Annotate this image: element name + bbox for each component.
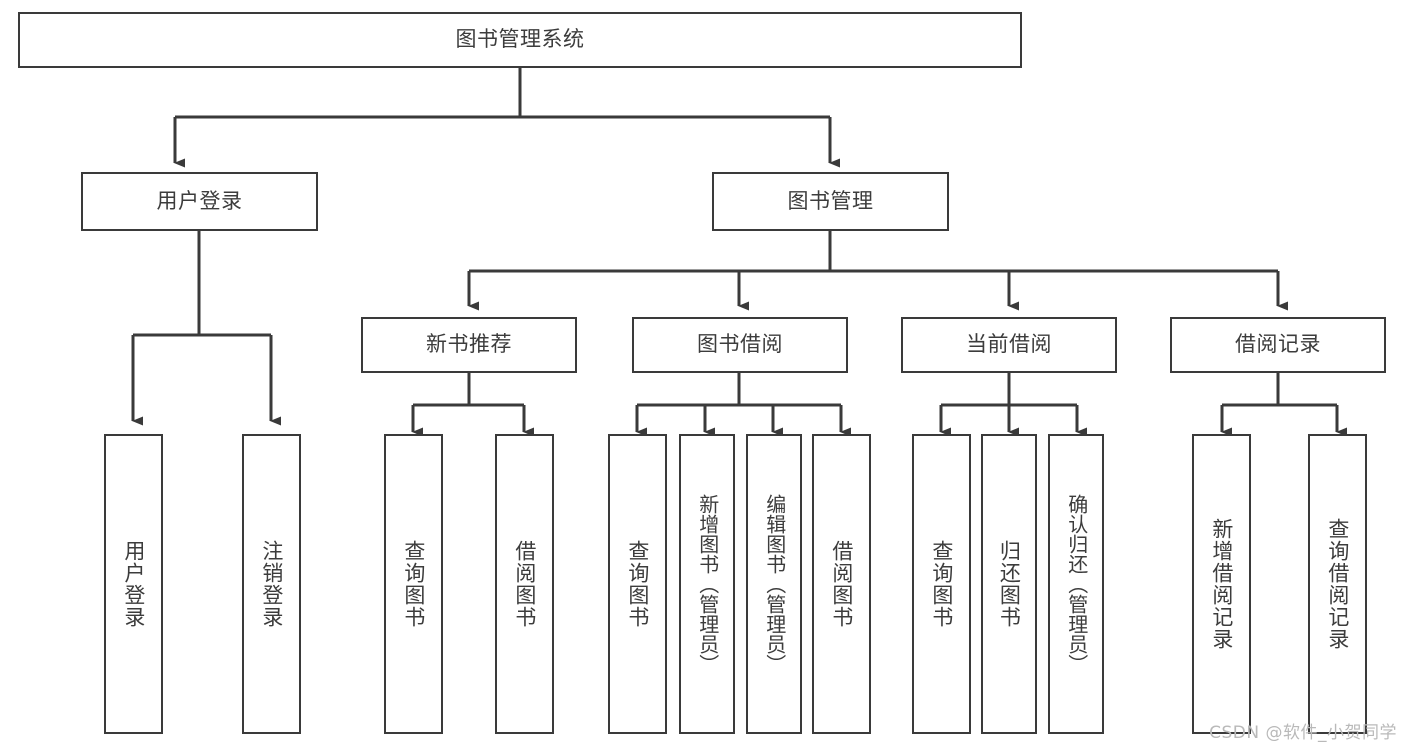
node-leaf-confirm-return[interactable]: 确认归还（管理员） xyxy=(1048,434,1104,734)
node-leaf-query-book-1[interactable]: 查询图书 xyxy=(384,434,443,734)
node-leaf-add-book-label: 新增图书（管理员） xyxy=(695,494,720,674)
node-root[interactable]: 图书管理系统 xyxy=(18,12,1022,68)
node-leaf-query-record[interactable]: 查询借阅记录 xyxy=(1308,434,1367,734)
node-book-borrow[interactable]: 图书借阅 xyxy=(632,317,848,373)
node-current-borrow[interactable]: 当前借阅 xyxy=(901,317,1117,373)
node-leaf-query-book-3[interactable]: 查询图书 xyxy=(912,434,971,734)
node-book-management[interactable]: 图书管理 xyxy=(712,172,949,231)
node-leaf-borrow-book-1-label: 借阅图书 xyxy=(512,540,537,628)
node-leaf-edit-book[interactable]: 编辑图书（管理员） xyxy=(746,434,802,734)
node-current-borrow-label: 当前借阅 xyxy=(966,332,1052,357)
node-leaf-query-book-3-label: 查询图书 xyxy=(929,540,954,628)
node-leaf-confirm-return-label: 确认归还（管理员） xyxy=(1064,494,1089,674)
node-leaf-add-book[interactable]: 新增图书（管理员） xyxy=(679,434,735,734)
node-leaf-edit-book-label: 编辑图书（管理员） xyxy=(762,494,787,674)
node-book-borrow-label: 图书借阅 xyxy=(697,332,783,357)
node-borrow-record-label: 借阅记录 xyxy=(1235,332,1321,357)
node-borrow-record[interactable]: 借阅记录 xyxy=(1170,317,1386,373)
node-leaf-borrow-book-2[interactable]: 借阅图书 xyxy=(812,434,871,734)
node-book-management-label: 图书管理 xyxy=(787,188,874,213)
node-leaf-query-book-2-label: 查询图书 xyxy=(625,540,650,628)
node-leaf-borrow-book-2-label: 借阅图书 xyxy=(829,540,854,628)
node-leaf-return-book[interactable]: 归还图书 xyxy=(981,434,1037,734)
node-user-login[interactable]: 用户登录 xyxy=(81,172,318,231)
node-leaf-logout[interactable]: 注销登录 xyxy=(242,434,301,734)
node-user-login-label: 用户登录 xyxy=(156,188,243,213)
node-leaf-add-record[interactable]: 新增借阅记录 xyxy=(1192,434,1251,734)
node-leaf-return-book-label: 归还图书 xyxy=(997,540,1022,628)
node-leaf-user-login[interactable]: 用户登录 xyxy=(104,434,163,734)
node-leaf-borrow-book-1[interactable]: 借阅图书 xyxy=(495,434,554,734)
node-leaf-query-book-1-label: 查询图书 xyxy=(401,540,426,628)
node-leaf-query-record-label: 查询借阅记录 xyxy=(1325,518,1350,650)
node-leaf-query-book-2[interactable]: 查询图书 xyxy=(608,434,667,734)
node-leaf-logout-label: 注销登录 xyxy=(259,540,284,628)
node-new-book-recommend[interactable]: 新书推荐 xyxy=(361,317,577,373)
node-root-label: 图书管理系统 xyxy=(455,27,585,52)
node-leaf-user-login-label: 用户登录 xyxy=(121,540,146,628)
node-leaf-add-record-label: 新增借阅记录 xyxy=(1209,518,1234,650)
node-new-book-recommend-label: 新书推荐 xyxy=(426,332,512,357)
